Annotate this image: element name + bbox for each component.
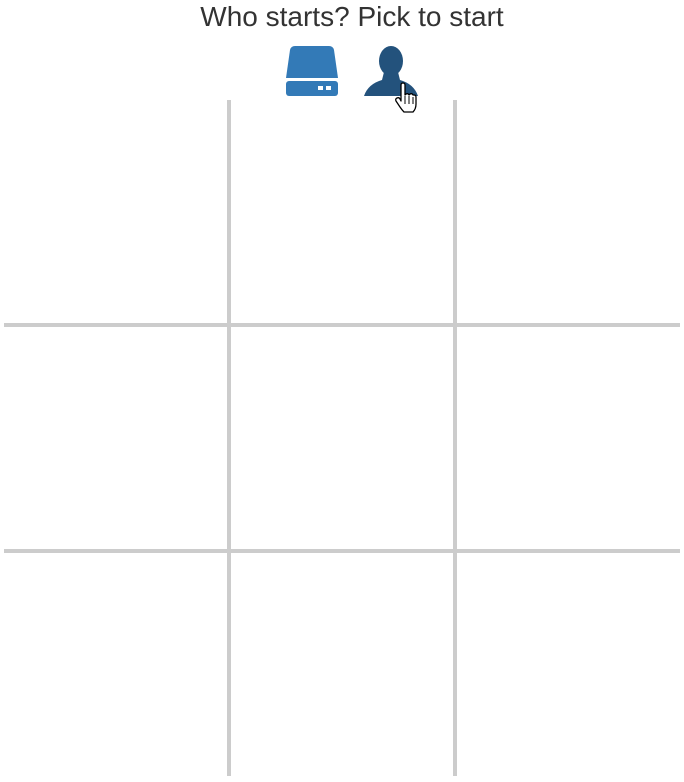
board-cell-4[interactable] [4,327,227,550]
board-cell-1[interactable] [4,100,227,323]
page-title: Who starts? Pick to start [200,1,504,32]
board-cell-6[interactable] [457,327,680,550]
tic-tac-toe-board [4,100,680,776]
board-cell-5[interactable] [231,327,454,550]
hand-cursor-icon [394,82,418,114]
board-cell-9[interactable] [457,553,680,776]
computer-starts-button[interactable] [285,44,339,100]
grid-line-horizontal-1 [4,323,680,327]
board-cell-7[interactable] [4,553,227,776]
grid-line-vertical-2 [453,100,457,776]
board-cell-2[interactable] [231,100,454,323]
grid-line-horizontal-2 [4,549,680,553]
grid-line-vertical-1 [227,100,231,776]
board-cell-3[interactable] [457,100,680,323]
hard-drive-icon [286,46,338,96]
board-cell-8[interactable] [231,553,454,776]
